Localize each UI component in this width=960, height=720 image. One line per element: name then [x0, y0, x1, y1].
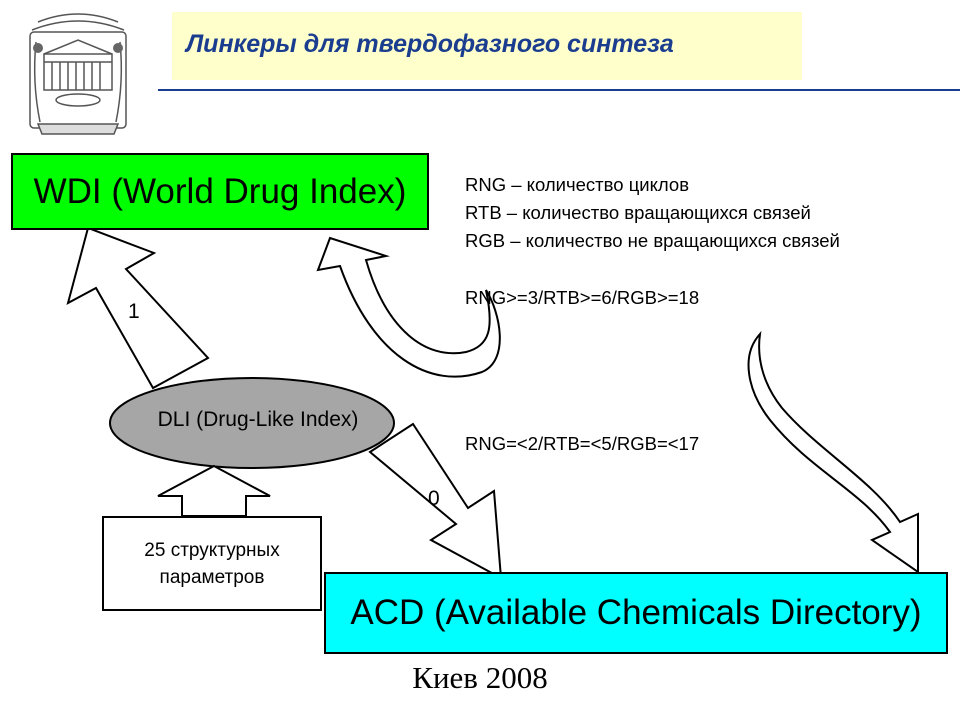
- curved-arrow-acd: [747, 330, 919, 574]
- params-line-2: параметров: [159, 566, 265, 588]
- dli-label: DLI (Drug-Like Index): [157, 408, 359, 431]
- arrow-to-acd: [368, 422, 503, 580]
- curved-arrow-wdi: [316, 236, 501, 378]
- title-banner: [172, 12, 802, 80]
- acd-criteria: RNG=<2/RTB=<5/RGB=<17: [465, 433, 700, 454]
- arrow-to-wdi-label: 1: [128, 300, 140, 323]
- arrow-params-to-dli: [157, 464, 271, 517]
- legend-rtb: RTB – количество вращающихся связей: [465, 202, 811, 223]
- footer-text: Киев 2008: [412, 660, 548, 695]
- wdi-box: WDI (World Drug Index): [11, 153, 429, 230]
- params-box: 25 структурных параметров: [102, 516, 322, 611]
- legend-rng: RNG – количество циклов: [465, 174, 690, 195]
- legend-rgb: RGB – количество не вращающихся связей: [465, 230, 840, 251]
- arrow-to-acd-label: 0: [428, 487, 440, 510]
- dli-ellipse: [109, 377, 395, 469]
- arrow-to-wdi: [66, 226, 210, 390]
- title-divider: [158, 89, 960, 91]
- wdi-criteria: RNG>=3/RTB>=6/RGB>=18: [465, 287, 700, 308]
- acd-box: ACD (Available Chemicals Directory): [324, 572, 948, 654]
- params-line-1: 25 структурных: [144, 539, 280, 561]
- page-title: Линкеры для твердофазного синтеза: [186, 30, 674, 58]
- university-crest-icon: [29, 13, 127, 135]
